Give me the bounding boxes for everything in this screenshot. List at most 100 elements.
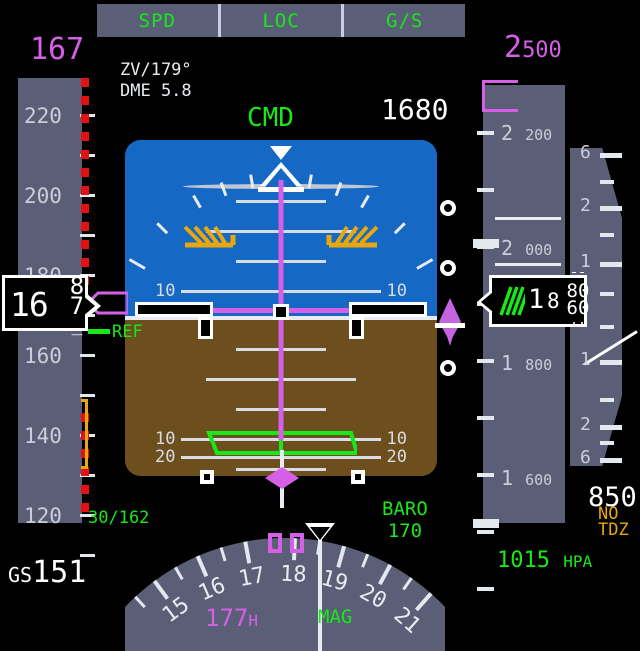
- vsi-tick: [600, 425, 622, 430]
- barber-pole-segment: [81, 96, 89, 105]
- heading-index-inner-icon: [310, 527, 330, 540]
- localizer-scale-dot-right: [351, 470, 365, 484]
- airspeed-tape-tick: [80, 554, 95, 557]
- compass-tick: [152, 579, 170, 600]
- vref-flap-note: 30/162: [88, 508, 150, 528]
- pitch-ladder-label: 10: [155, 429, 176, 449]
- heading-reference-mag: MAG: [318, 606, 353, 628]
- altitude-hatch-icon: [499, 286, 525, 316]
- vsi-label: 1: [580, 349, 591, 370]
- alt-label-thousands: 1: [501, 466, 514, 490]
- barber-pole-segment: [81, 150, 89, 159]
- compass-tick: [361, 553, 370, 568]
- compass-heading-label: 20: [355, 579, 391, 615]
- low-speed-amber-bar: [81, 399, 88, 469]
- groundspeed-label: GS: [8, 563, 33, 587]
- aircraft-symbol-left-wing: [135, 302, 213, 317]
- barber-pole-segment: [81, 485, 89, 494]
- baro-label: BARO: [382, 498, 428, 520]
- compass-tick: [243, 541, 252, 564]
- airspeed-readout-box: 16 8 7 _: [2, 272, 101, 336]
- glideslope-dot-1: [440, 200, 456, 216]
- glideslope-scale: [435, 200, 465, 380]
- selected-heading: 177H: [205, 604, 258, 632]
- vsi-tick: [600, 292, 614, 296]
- vsi-tick: [600, 360, 622, 365]
- aircraft-symbol-center: [273, 304, 289, 320]
- altitude-tape-tick: [477, 473, 494, 477]
- autopilot-cmd-annunciator: CMD: [247, 103, 294, 133]
- pitch-ladder-label-20: 20: [386, 447, 407, 467]
- roll-pointer-icon: [270, 146, 292, 160]
- compass-tick: [336, 545, 347, 568]
- fma-divider: [341, 4, 345, 37]
- flight-director-left-chevron-icon: [183, 225, 236, 248]
- altitude-tape-tick: [477, 416, 494, 420]
- aircraft-symbol-right-drop: [349, 317, 364, 339]
- nav-dme-distance: DME 5.8: [120, 81, 192, 101]
- vsi-tick: [600, 262, 622, 267]
- airspeed-tape-tick: [80, 354, 95, 357]
- barber-pole-segment: [81, 258, 89, 267]
- groundspeed-readout: GS151: [8, 555, 86, 590]
- airspeed-tape-tick: [80, 194, 95, 197]
- compass-tick: [219, 547, 227, 562]
- sky-pointer-inner-icon: [265, 168, 297, 187]
- vsi-tick: [600, 206, 622, 211]
- fma-autothrottle-mode: SPD: [97, 4, 218, 37]
- vsi-tick: [600, 233, 614, 237]
- compass-tick: [402, 577, 413, 591]
- airspeed-tape-label: 140: [24, 424, 62, 448]
- altitude-band-line: [495, 263, 561, 266]
- groundspeed-value: 151: [32, 555, 87, 590]
- airspeed-tape-label: 200: [24, 184, 62, 208]
- airspeed-pointer: [82, 292, 101, 320]
- qnh-value: 1015: [497, 548, 550, 573]
- vsi-label: 6: [580, 142, 591, 163]
- altitude-tape-tick: [477, 530, 494, 534]
- pitch-ladder-label-20: 20: [155, 447, 176, 467]
- heading-bug-right: [290, 533, 304, 553]
- altitude-rolling-digits: ¯¯ 80 60 ..: [564, 272, 592, 327]
- altitude-tape-major-tick: [473, 239, 499, 248]
- altitude-select-bug: [482, 80, 518, 112]
- alt-label-thousands: 2: [501, 121, 514, 145]
- altitude-tape-tick: [477, 587, 494, 591]
- baro-minimum-value: 170: [387, 520, 423, 542]
- baro-minimums: BARO 170: [382, 498, 428, 542]
- alt-label-thousands: 1: [501, 351, 514, 375]
- altitude-roll-upper: 80: [566, 280, 590, 302]
- nav-info-block: ZV/179° DME 5.8: [120, 60, 192, 102]
- altitude-tape-tick: [477, 188, 494, 192]
- vsi-tick: [600, 441, 614, 445]
- barber-pole-segment: [81, 222, 89, 231]
- no-tdz-line2: TDZ: [598, 520, 629, 540]
- airspeed-tape-label: 120: [24, 504, 62, 528]
- vsi-tick: [600, 458, 622, 463]
- vsi-tick: [600, 153, 622, 158]
- glideslope-pointer-icon: [439, 298, 461, 346]
- airspeed-digit-lower: 7: [69, 292, 85, 320]
- airspeed-digit-upper: 8: [69, 272, 85, 300]
- altitude-tape-tick: [477, 131, 494, 135]
- aircraft-symbol-right-wing: [349, 302, 427, 317]
- selected-airspeed: 167: [30, 32, 85, 67]
- ref-label: REF: [112, 322, 143, 342]
- vsi-label: 6: [580, 447, 591, 468]
- fma-pitch-mode: G/S: [344, 4, 466, 37]
- baro-setting[interactable]: 1015 HPA: [497, 548, 592, 573]
- compass-heading-label: 18: [279, 561, 308, 588]
- altitude-readout-box: 1 8 ¯¯ 80 60 ..: [477, 272, 589, 327]
- vsi-label: 2: [580, 195, 591, 216]
- flight-director-right-chevron-icon: [326, 225, 379, 248]
- vsi-tick: [600, 325, 614, 329]
- altitude-thousands-digit: 1: [528, 284, 545, 315]
- fma-roll-mode: LOC: [220, 4, 342, 37]
- compass-heading-label: 17: [236, 562, 268, 593]
- pitch-ladder-label: 10: [155, 281, 176, 301]
- compass-heading-label: 19: [318, 565, 351, 597]
- airspeed-tape-label: 160: [24, 344, 62, 368]
- altitude-band-line: [495, 217, 561, 220]
